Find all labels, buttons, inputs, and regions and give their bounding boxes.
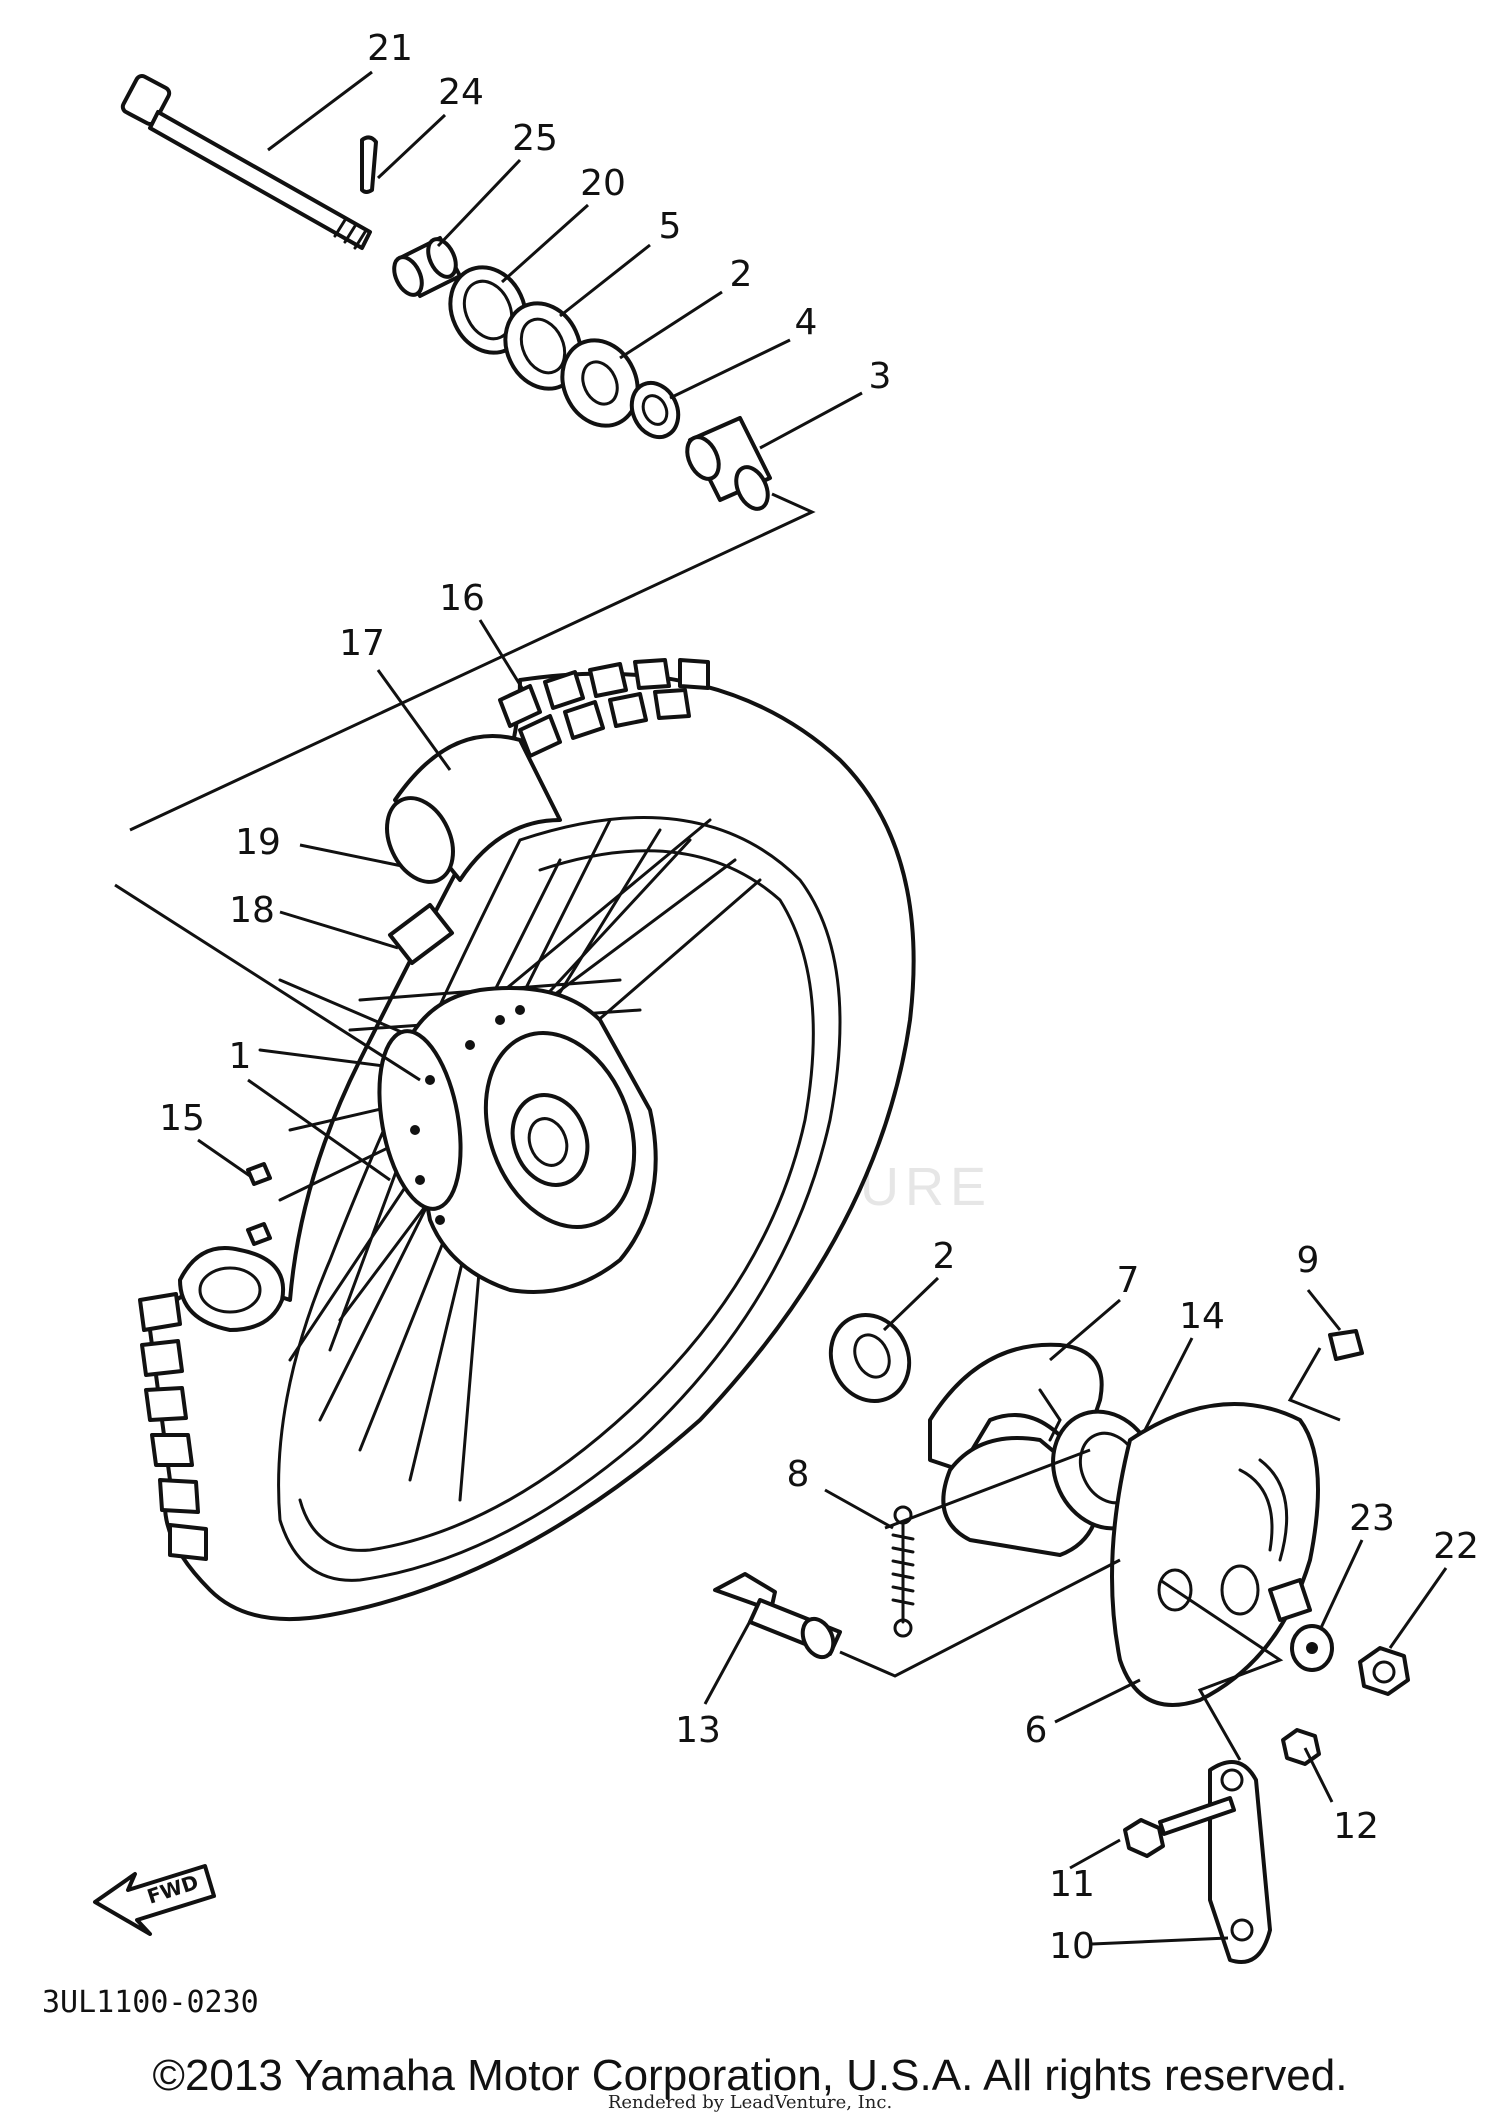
callout-20: 20 <box>580 163 626 204</box>
callout-9: 9 <box>1297 1240 1320 1281</box>
callout-7: 7 <box>1117 1260 1140 1301</box>
tire-tread-top <box>498 658 710 758</box>
copyright-notice: ©2013 Yamaha Motor Corporation, U.S.A. A… <box>153 2051 1348 2100</box>
brake-assembly <box>713 1313 1410 1964</box>
cotter-pin <box>360 135 378 194</box>
tire-tread-bottom <box>138 1292 208 1561</box>
callout-2-top: 2 <box>730 254 753 295</box>
bearing <box>560 338 640 428</box>
callout-2-lower: 2 <box>933 1236 956 1277</box>
axle-bracket-line <box>129 492 816 832</box>
callout-22: 22 <box>1433 1526 1479 1567</box>
callout-15: 15 <box>159 1098 205 1139</box>
lever-nut <box>1281 1728 1321 1766</box>
callout-1: 1 <box>229 1036 252 1077</box>
camshaft-bracket-line <box>839 1558 1121 1678</box>
rendered-by-notice: Rendered by LeadVenture, Inc. <box>608 2092 892 2113</box>
callout-10: 10 <box>1049 1926 1095 1967</box>
leader-lines <box>197 70 1448 1946</box>
callout-5: 5 <box>659 206 682 247</box>
callout-14: 14 <box>1179 1296 1225 1337</box>
callout-17: 17 <box>339 623 385 664</box>
spring-bracket-line <box>884 1448 1091 1530</box>
washer <box>1290 1624 1334 1672</box>
callout-labels: 21 24 25 20 5 2 4 3 16 17 19 18 1 15 2 7… <box>159 28 1479 1967</box>
spring <box>891 1505 915 1638</box>
tire-section <box>178 1246 286 1332</box>
brake-lever <box>1208 1760 1272 1964</box>
brake-panel <box>1110 1402 1320 1707</box>
circlip <box>629 380 681 440</box>
axle-assembly <box>120 74 816 832</box>
callout-11: 11 <box>1049 1864 1095 1905</box>
tire-bracket-line <box>114 883 421 1082</box>
fwd-arrow: FWD <box>93 1864 216 1936</box>
callout-18: 18 <box>229 890 275 931</box>
callout-3: 3 <box>869 356 892 397</box>
tube <box>385 734 562 884</box>
collar <box>392 236 462 298</box>
rim-band <box>388 903 454 965</box>
callout-6: 6 <box>1025 1710 1048 1751</box>
callout-16: 16 <box>439 578 485 619</box>
callout-23: 23 <box>1349 1498 1395 1539</box>
wheel-assembly <box>114 658 916 1622</box>
hub <box>377 986 658 1294</box>
bearing-lower <box>828 1313 912 1403</box>
diagram-code: 3UL1100-0230 <box>42 1985 259 2020</box>
callout-25: 25 <box>512 118 558 159</box>
lever-bolt <box>1123 1796 1236 1858</box>
cam-bracket-line <box>1287 1347 1341 1422</box>
cam-cap <box>1328 1329 1364 1361</box>
lever-bracket-line <box>1159 1578 1284 1761</box>
callout-21: 21 <box>367 28 413 69</box>
callout-13: 13 <box>675 1710 721 1751</box>
rim <box>277 816 842 1582</box>
axle <box>120 74 372 250</box>
camshaft <box>713 1572 842 1660</box>
callout-24: 24 <box>438 72 484 113</box>
callout-19: 19 <box>235 822 281 863</box>
spoke-nipples <box>246 1162 272 1246</box>
axle-nut <box>1358 1646 1410 1696</box>
callout-8: 8 <box>787 1454 810 1495</box>
callout-4: 4 <box>795 302 818 343</box>
spacer <box>685 416 772 511</box>
callout-12: 12 <box>1333 1806 1379 1847</box>
